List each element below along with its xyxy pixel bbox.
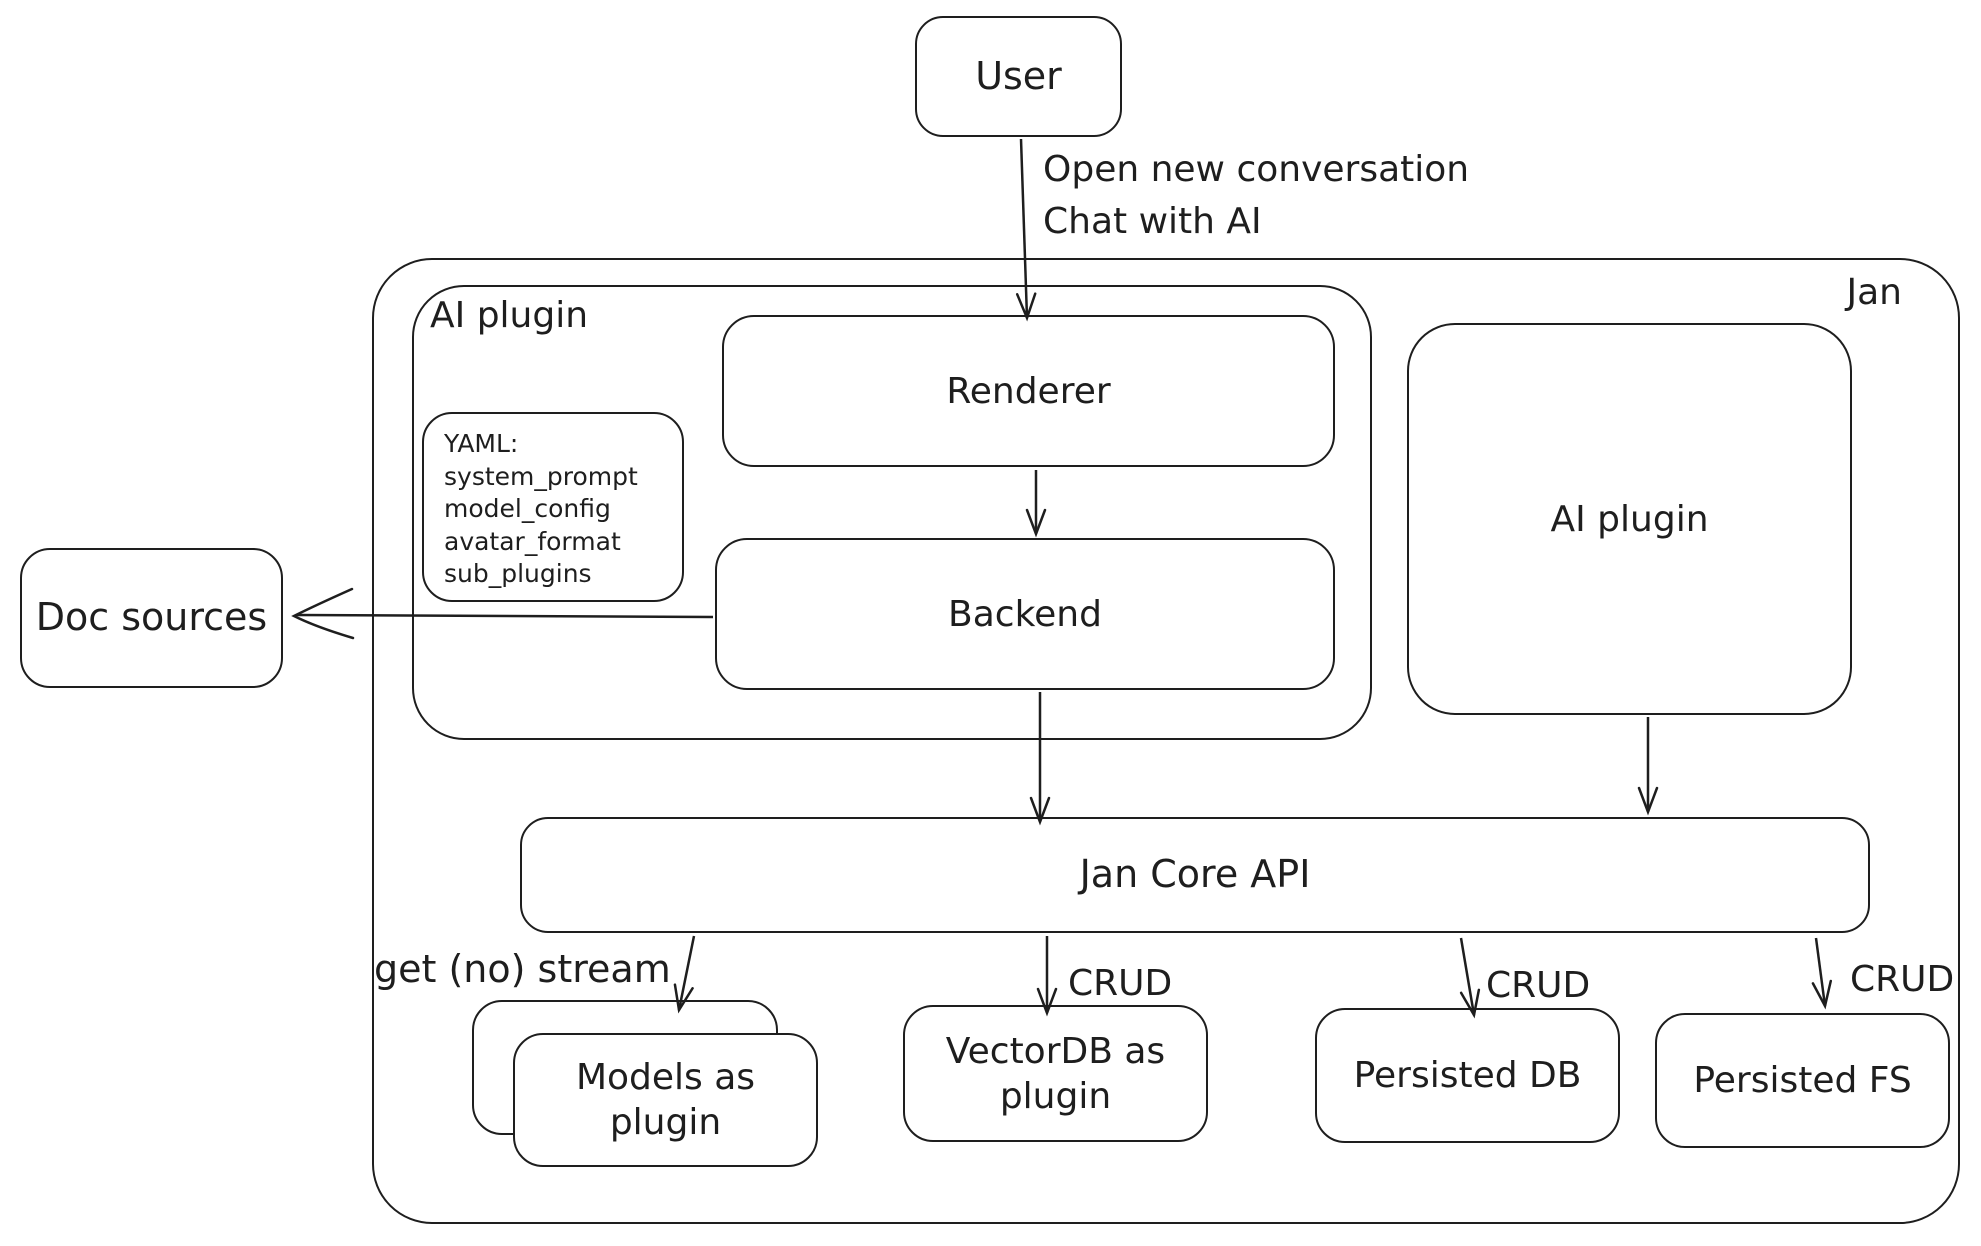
node-ai-plugin-right-label: AI plugin — [1550, 498, 1709, 540]
note-yaml-line-5: sub_plugins — [444, 559, 592, 588]
edge-label-get-no-stream: get (no) stream — [374, 947, 671, 991]
node-renderer: Renderer — [722, 315, 1335, 467]
container-jan: Jan — [372, 258, 1960, 1224]
edge-label-open-conversation: Open new conversation — [1043, 149, 1470, 190]
note-yaml-line-2: system_prompt — [444, 461, 638, 491]
node-ai-plugin-right: AI plugin — [1407, 323, 1852, 715]
node-persisted-fs-label: Persisted FS — [1693, 1060, 1912, 1101]
node-vectordb-line-1: VectorDB as — [945, 1030, 1166, 1072]
note-yaml-line-4: avatar_format — [444, 526, 621, 556]
container-ai-plugin-left: AI plugin — [412, 285, 1372, 740]
node-user-label: User — [975, 53, 1062, 98]
arrowhead-backend-to-doc-sources — [291, 587, 355, 640]
node-renderer-label: Renderer — [946, 370, 1111, 412]
node-models-as-plugin-line-2: plugin — [609, 1102, 722, 1143]
node-jan-core-api-label: Jan Core API — [1079, 852, 1311, 897]
node-doc-sources: Doc sources — [20, 548, 283, 688]
node-persisted-db-label: Persisted DB — [1353, 1055, 1582, 1096]
node-doc-sources-label: Doc sources — [35, 595, 268, 640]
node-persisted-db: Persisted DB — [1315, 1008, 1620, 1143]
edge-label-crud-persisted-fs: CRUD — [1850, 959, 1955, 1000]
node-backend: Backend — [715, 538, 1335, 690]
edge-label-crud-persisted-db: CRUD — [1486, 965, 1591, 1006]
edge-label-user-to-renderer: Open new conversation Chat with AI — [1043, 144, 1469, 248]
node-models-as-plugin-line-1: Models as — [575, 1057, 756, 1098]
node-user: User — [915, 16, 1122, 137]
container-jan-label: Jan — [1846, 272, 1903, 313]
edge-label-crud-vectordb: CRUD — [1068, 963, 1173, 1004]
node-backend-label: Backend — [948, 593, 1102, 635]
note-yaml-line-1: YAML: — [444, 429, 519, 458]
node-jan-core-api: Jan Core API — [520, 817, 1870, 933]
container-ai-plugin-left-label: AI plugin — [430, 295, 589, 336]
note-yaml-line-3: model_config — [444, 494, 611, 523]
node-persisted-fs: Persisted FS — [1655, 1013, 1950, 1148]
node-vectordb-as-plugin-label: VectorDB as plugin — [946, 1029, 1165, 1119]
edge-label-chat-with-ai: Chat with AI — [1043, 201, 1262, 243]
node-models-as-plugin: Models as plugin — [513, 1033, 818, 1167]
note-yaml: YAML: system_prompt model_config avatar_… — [422, 412, 684, 602]
node-vectordb-line-2: plugin — [999, 1075, 1112, 1117]
node-vectordb-as-plugin: VectorDB as plugin — [903, 1005, 1208, 1142]
node-models-as-plugin-label: Models as plugin — [576, 1055, 755, 1145]
